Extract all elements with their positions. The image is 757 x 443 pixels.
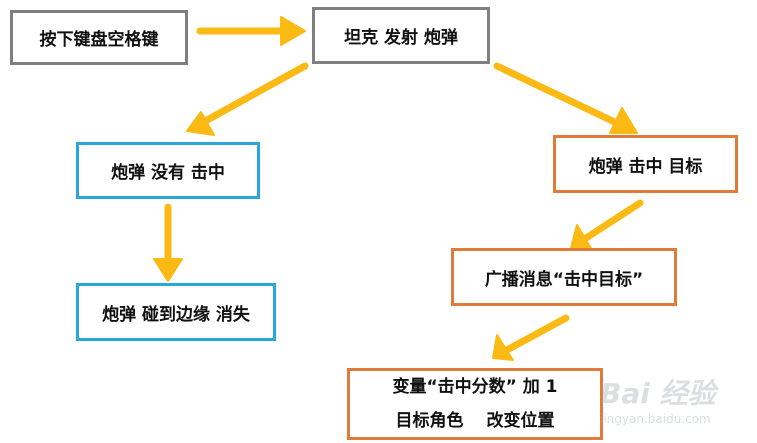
arrow-fire-to-hit [493, 62, 627, 130]
node-broadcast-label: 广播消息“击中目标” [484, 269, 644, 290]
watermark-url: jingyan.baidu.com [600, 412, 711, 426]
arrow-broadcast-to-result [501, 314, 570, 355]
node-edge-vanish-label: 炮弹 碰到边缘 消失 [102, 304, 250, 325]
node-result-line2: 目标角色 改变位置 [395, 411, 555, 431]
node-broadcast: 广播消息“击中目标” [451, 248, 677, 306]
node-result: 变量“击中分数” 加 1 目标角色 改变位置 [347, 368, 603, 440]
node-not-hit-label: 炮弹 没有 击中 [111, 163, 225, 183]
node-tank-fire: 坦克 发射 炮弹 [312, 7, 490, 64]
node-edge-vanish: 炮弹 碰到边缘 消失 [76, 283, 276, 341]
node-result-line1: 变量“击中分数” 加 1 [392, 377, 558, 397]
node-hit-target-label: 炮弹 击中 目标 [588, 156, 703, 177]
node-tank-fire-label: 坦克 发射 炮弹 [344, 28, 458, 48]
node-not-hit: 炮弹 没有 击中 [76, 142, 260, 199]
arrow-hit-to-broadcast [579, 199, 644, 244]
node-press-space: 按下键盘空格键 [10, 10, 188, 65]
node-hit-target: 炮弹 击中 目标 [553, 135, 738, 193]
arrow-fire-to-miss [196, 62, 309, 128]
node-press-space-label: 按下键盘空格键 [39, 30, 159, 50]
watermark-brand: Bai 经验 [600, 377, 716, 410]
baidu-watermark: Bai 经验 jingyan.baidu.com [600, 368, 750, 438]
